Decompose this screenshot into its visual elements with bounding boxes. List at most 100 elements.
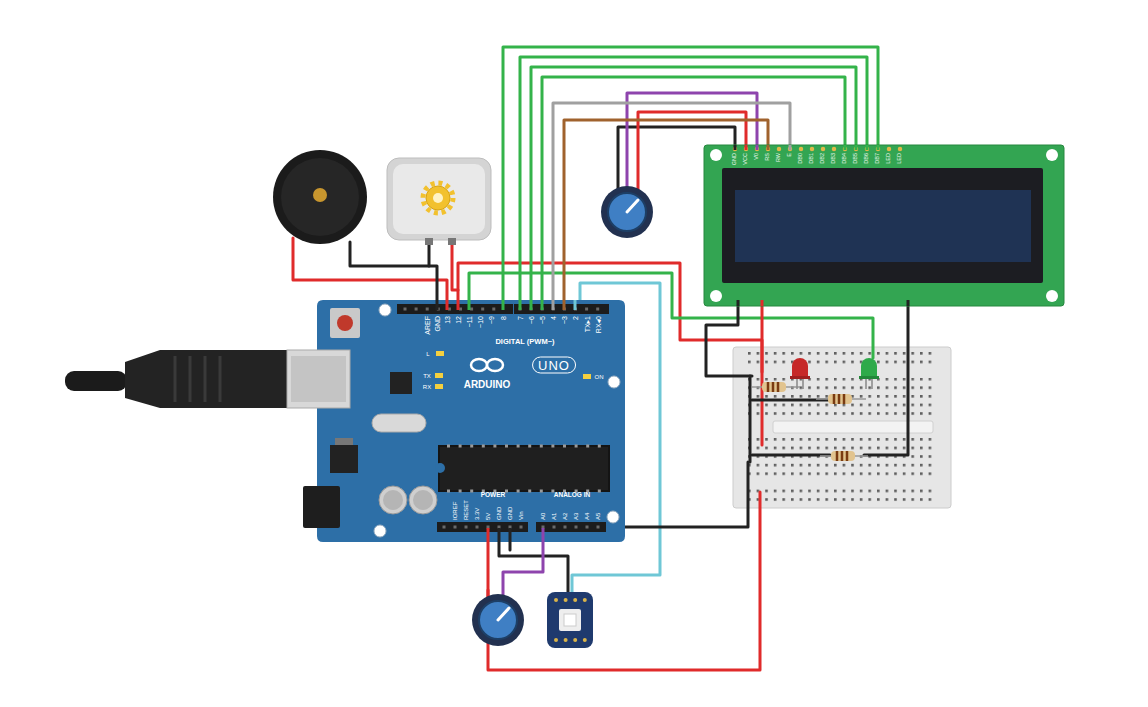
pin-label: 8 bbox=[500, 316, 507, 320]
wire bbox=[749, 376, 752, 462]
arduino-board: AREFGND1312~11~10~987~6~54~32TX▸1RX◂0DIG… bbox=[317, 300, 627, 542]
lcd-board bbox=[704, 145, 1064, 306]
wire bbox=[752, 454, 830, 457]
arduino-logo bbox=[471, 359, 487, 371]
pin-label: RW bbox=[776, 153, 782, 162]
pin-label: ~5 bbox=[539, 316, 546, 324]
pin-header bbox=[536, 522, 606, 532]
wire bbox=[503, 540, 543, 598]
pin-label: A1 bbox=[551, 513, 557, 520]
reset-button bbox=[330, 308, 360, 338]
led-label: ON bbox=[595, 374, 604, 380]
pin-label: GND bbox=[496, 507, 502, 520]
mounting-hole bbox=[1046, 149, 1058, 161]
board-outline bbox=[317, 300, 625, 542]
lcd-pin-pads bbox=[735, 147, 901, 152]
pin-label: 13 bbox=[444, 316, 451, 324]
pin-label: LED bbox=[897, 153, 903, 164]
microcontroller bbox=[440, 447, 608, 490]
mounting-hole bbox=[608, 376, 620, 388]
resistor-band bbox=[834, 394, 844, 404]
potentiometer bbox=[601, 186, 653, 238]
pin-label: RESET bbox=[463, 500, 469, 520]
crystal bbox=[372, 414, 426, 432]
potentiometer-knob bbox=[608, 193, 646, 231]
usb-port-inner bbox=[291, 356, 346, 402]
pin-label: 7 bbox=[517, 316, 524, 320]
pin-label: GND bbox=[732, 153, 738, 165]
pin-label: DB5 bbox=[853, 153, 859, 164]
pin-label: 5V bbox=[485, 513, 491, 520]
wire-end bbox=[552, 300, 555, 310]
model-name: UNO bbox=[532, 357, 576, 374]
dc-motor-face bbox=[393, 164, 485, 234]
pin-label: 3.3V bbox=[474, 508, 480, 520]
pin-label: E bbox=[787, 153, 793, 157]
wire bbox=[625, 462, 748, 527]
wire-end bbox=[789, 145, 792, 150]
potentiometer-pointer bbox=[498, 608, 509, 620]
lcd-module: GNDVCCV0RSRWEDB0DB1DB2DB3DB4DB5DB6DB7LED… bbox=[704, 145, 1064, 306]
potentiometer-knob bbox=[479, 601, 517, 639]
regulator-tab bbox=[335, 438, 353, 446]
header-title: ANALOG IN bbox=[554, 492, 590, 499]
led-label: TX bbox=[423, 373, 431, 379]
wire bbox=[499, 540, 568, 596]
resistor-band bbox=[837, 451, 847, 461]
wire-end bbox=[745, 145, 748, 150]
wire-end bbox=[761, 300, 764, 306]
red-led-base bbox=[790, 376, 810, 379]
red-led bbox=[792, 358, 808, 378]
gear-teeth bbox=[423, 183, 453, 213]
pin-label: DB3 bbox=[831, 153, 837, 164]
wire-end bbox=[738, 300, 908, 306]
brand-name: ARDUINO bbox=[464, 380, 511, 390]
pin-label: ~11 bbox=[466, 316, 473, 327]
mounting-hole bbox=[1046, 290, 1058, 302]
wire-end bbox=[542, 528, 545, 542]
lcd-frame bbox=[722, 168, 1043, 283]
led-label: RX bbox=[423, 384, 431, 390]
pin-label: 2 bbox=[572, 316, 579, 320]
sensor-led bbox=[559, 609, 581, 631]
chip-notch bbox=[435, 463, 445, 473]
capacitor bbox=[409, 486, 437, 514]
usb-plug-grip bbox=[175, 356, 220, 402]
potentiometer-pointer bbox=[627, 200, 638, 212]
status-led bbox=[435, 373, 443, 378]
buzzer bbox=[273, 150, 367, 244]
mounting-hole bbox=[374, 525, 386, 537]
capacitor-top bbox=[383, 490, 403, 510]
pin-label: DB1 bbox=[809, 153, 815, 164]
buzzer-face bbox=[281, 158, 359, 236]
usb-plug bbox=[125, 350, 292, 408]
dc-motor bbox=[387, 158, 491, 240]
capacitor-top bbox=[413, 490, 433, 510]
pin-label: DB6 bbox=[864, 153, 870, 164]
pin-label: DB0 bbox=[798, 153, 804, 164]
pin-label: VCC bbox=[743, 153, 749, 165]
breadboard bbox=[733, 347, 951, 508]
green-led-base bbox=[859, 376, 879, 379]
breadboard-rail bbox=[748, 489, 936, 503]
wire-end bbox=[499, 528, 510, 542]
potentiometer bbox=[472, 594, 524, 646]
pin-label: LED bbox=[886, 153, 892, 164]
wire-end bbox=[574, 300, 577, 310]
gear-hub bbox=[433, 193, 443, 203]
header-title: POWER bbox=[481, 492, 506, 499]
status-led bbox=[435, 384, 443, 389]
pin-label: DB4 bbox=[842, 153, 848, 164]
resistor-symbol bbox=[828, 394, 852, 404]
pin-label: AREF bbox=[424, 316, 431, 335]
chip-pins bbox=[447, 446, 604, 491]
led-label: L bbox=[426, 351, 429, 357]
pin-label: GND bbox=[507, 507, 513, 520]
status-led bbox=[436, 351, 444, 356]
pin-label: DB2 bbox=[820, 153, 826, 164]
wire-end bbox=[469, 300, 542, 310]
wire bbox=[706, 300, 752, 376]
motor-terminal bbox=[425, 238, 433, 245]
pin-label: ~6 bbox=[528, 316, 535, 324]
pin-header bbox=[514, 304, 609, 314]
